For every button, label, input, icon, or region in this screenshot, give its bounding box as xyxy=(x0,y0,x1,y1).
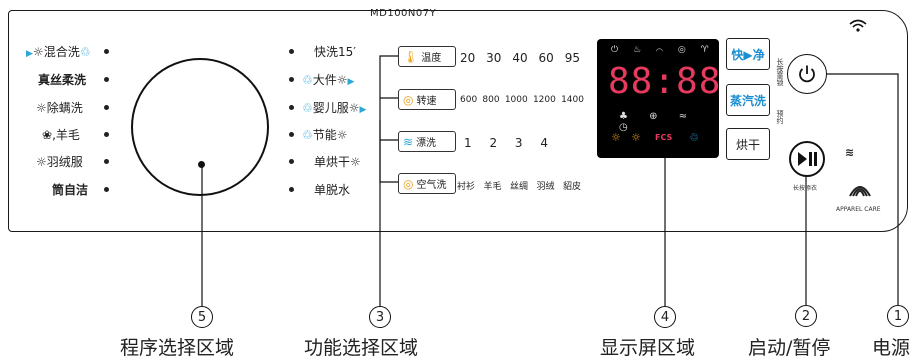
program-drum-clean[interactable]: 筒自洁 xyxy=(52,183,89,197)
program-dial[interactable] xyxy=(131,58,269,196)
brand-badge-icon: ≋ xyxy=(845,146,855,159)
dial-pointer xyxy=(198,161,205,168)
program-indicator xyxy=(104,187,109,192)
temperature-options: 20 30 40 60 95 xyxy=(460,51,580,65)
rinse-icon: ≋ xyxy=(403,134,414,149)
steam-icon: ♲ xyxy=(302,128,313,142)
region-label-start-pause: 启动/暂停 xyxy=(748,337,831,359)
steam-icon: ♲ xyxy=(689,131,699,144)
time-readout: 88:88 xyxy=(608,61,722,102)
rinse-button[interactable]: ≋漂洗 xyxy=(398,131,456,152)
callout-5: 5 xyxy=(191,306,213,328)
region-label-program: 程序选择区域 xyxy=(120,337,235,359)
program-indicator xyxy=(104,77,109,82)
program-dry-only[interactable]: 单烘干☼ xyxy=(314,155,361,169)
program-indicator xyxy=(104,105,109,110)
region-label-power: 电源 xyxy=(872,337,911,359)
status-icons-top: ⏻ ♨ ⌒ ◎ ♈ xyxy=(611,45,715,55)
program-indicator xyxy=(289,187,294,192)
wool-mark-icon xyxy=(849,186,871,197)
sun-icon: ☼ xyxy=(36,155,47,169)
play-marker-icon: ▶ xyxy=(26,49,33,59)
temperature-button[interactable]: 🌡︎温度 xyxy=(398,46,456,67)
dry-button[interactable]: 烘干 xyxy=(726,128,770,160)
sun-icon: ☼ xyxy=(348,101,360,115)
status-icons-middle: ♣ ⊕ ≈ ◷ xyxy=(619,111,697,133)
start-pause-button[interactable] xyxy=(789,141,825,177)
steam-wash-button[interactable]: 蒸汽洗 xyxy=(726,84,770,116)
program-bulky[interactable]: ♲大件☼▶ xyxy=(302,73,355,87)
program-quick-wash[interactable]: 快洗15′ xyxy=(314,45,356,59)
program-mixed-wash[interactable]: ▶☼混合洗♲ xyxy=(26,45,91,59)
wool-icon: ❀ xyxy=(42,128,53,142)
apparel-care-label: APPAREL CARE xyxy=(836,206,881,213)
steam-icon: ♲ xyxy=(302,73,313,87)
play-pause-icon xyxy=(798,152,817,166)
program-baby-clothes[interactable]: ♲婴儿服☼▶ xyxy=(302,101,367,115)
program-indicator xyxy=(104,159,109,164)
steam-icon: ♲ xyxy=(79,45,91,59)
sun-icon: ☼ xyxy=(336,128,348,142)
start-pause-caption: 长按添衣 xyxy=(793,185,818,192)
region-label-function: 功能选择区域 xyxy=(304,337,419,359)
callout-3: 3 xyxy=(369,306,391,328)
play-marker-icon: ▶ xyxy=(359,105,367,115)
spin-speed-button[interactable]: ◎转速 xyxy=(398,89,456,110)
air-wash-options: 衬衫 羊毛 丝绸 羽绒 貂皮 xyxy=(457,182,581,192)
child-lock-label: 长按童锁 xyxy=(776,58,784,86)
program-indicator xyxy=(104,49,109,54)
program-indicator xyxy=(104,132,109,137)
air-wash-button[interactable]: ◎空气洗 xyxy=(398,173,456,194)
spin-icon: ◎ xyxy=(403,92,414,107)
sun-icon: ☼ xyxy=(350,155,361,169)
sun-icon: ☼ xyxy=(336,73,348,87)
sun-icon: ☼ xyxy=(32,45,44,59)
steam-icon: ♲ xyxy=(302,101,313,115)
model-number: MD100N07Y xyxy=(370,8,437,19)
callout-1: 1 xyxy=(887,305,909,327)
program-indicator xyxy=(289,49,294,54)
program-down-jacket[interactable]: ☼羽绒服 xyxy=(36,155,83,169)
callout-4: 4 xyxy=(654,306,676,328)
rinse-options: 1 2 3 4 xyxy=(464,136,548,150)
program-spin-only[interactable]: 单脱水 xyxy=(314,183,351,197)
program-silk-wash[interactable]: 真丝柔洗 xyxy=(38,73,87,87)
thermometer-icon: 🌡︎ xyxy=(403,49,419,64)
power-icon xyxy=(799,65,815,83)
callout-2: 2 xyxy=(795,305,817,327)
reservation-label: 预约 xyxy=(776,110,784,124)
program-indicator xyxy=(289,105,294,110)
program-anti-mite[interactable]: ☼除螨洗 xyxy=(36,101,83,115)
program-indicator xyxy=(289,77,294,82)
air-wash-icon: ◎ xyxy=(403,176,414,191)
play-marker-icon: ▶ xyxy=(347,77,355,87)
spin-speed-options: 600 800 1000 1200 1400 xyxy=(460,95,584,105)
power-button[interactable] xyxy=(787,54,827,94)
dry-indicator-icon: ☼ xyxy=(631,131,641,144)
region-label-display: 显示屏区域 xyxy=(600,337,696,359)
program-indicator xyxy=(289,132,294,137)
program-indicator xyxy=(289,159,294,164)
dry-indicator-icon: ☼ xyxy=(611,131,621,144)
fcs-indicator: FCS xyxy=(655,133,673,142)
sun-icon: ☼ xyxy=(36,101,47,115)
program-eco[interactable]: ♲节能☼ xyxy=(302,128,348,142)
wifi-icon xyxy=(849,19,867,32)
display-screen: ⏻ ♨ ⌒ ◎ ♈ 88:88 ♣ ⊕ ≈ ◷ ☼ ☼ FCS ♲ xyxy=(597,39,722,158)
quick-clean-button[interactable]: 快▶净 xyxy=(726,38,770,70)
program-wool[interactable]: ❀,羊毛 xyxy=(42,128,80,142)
